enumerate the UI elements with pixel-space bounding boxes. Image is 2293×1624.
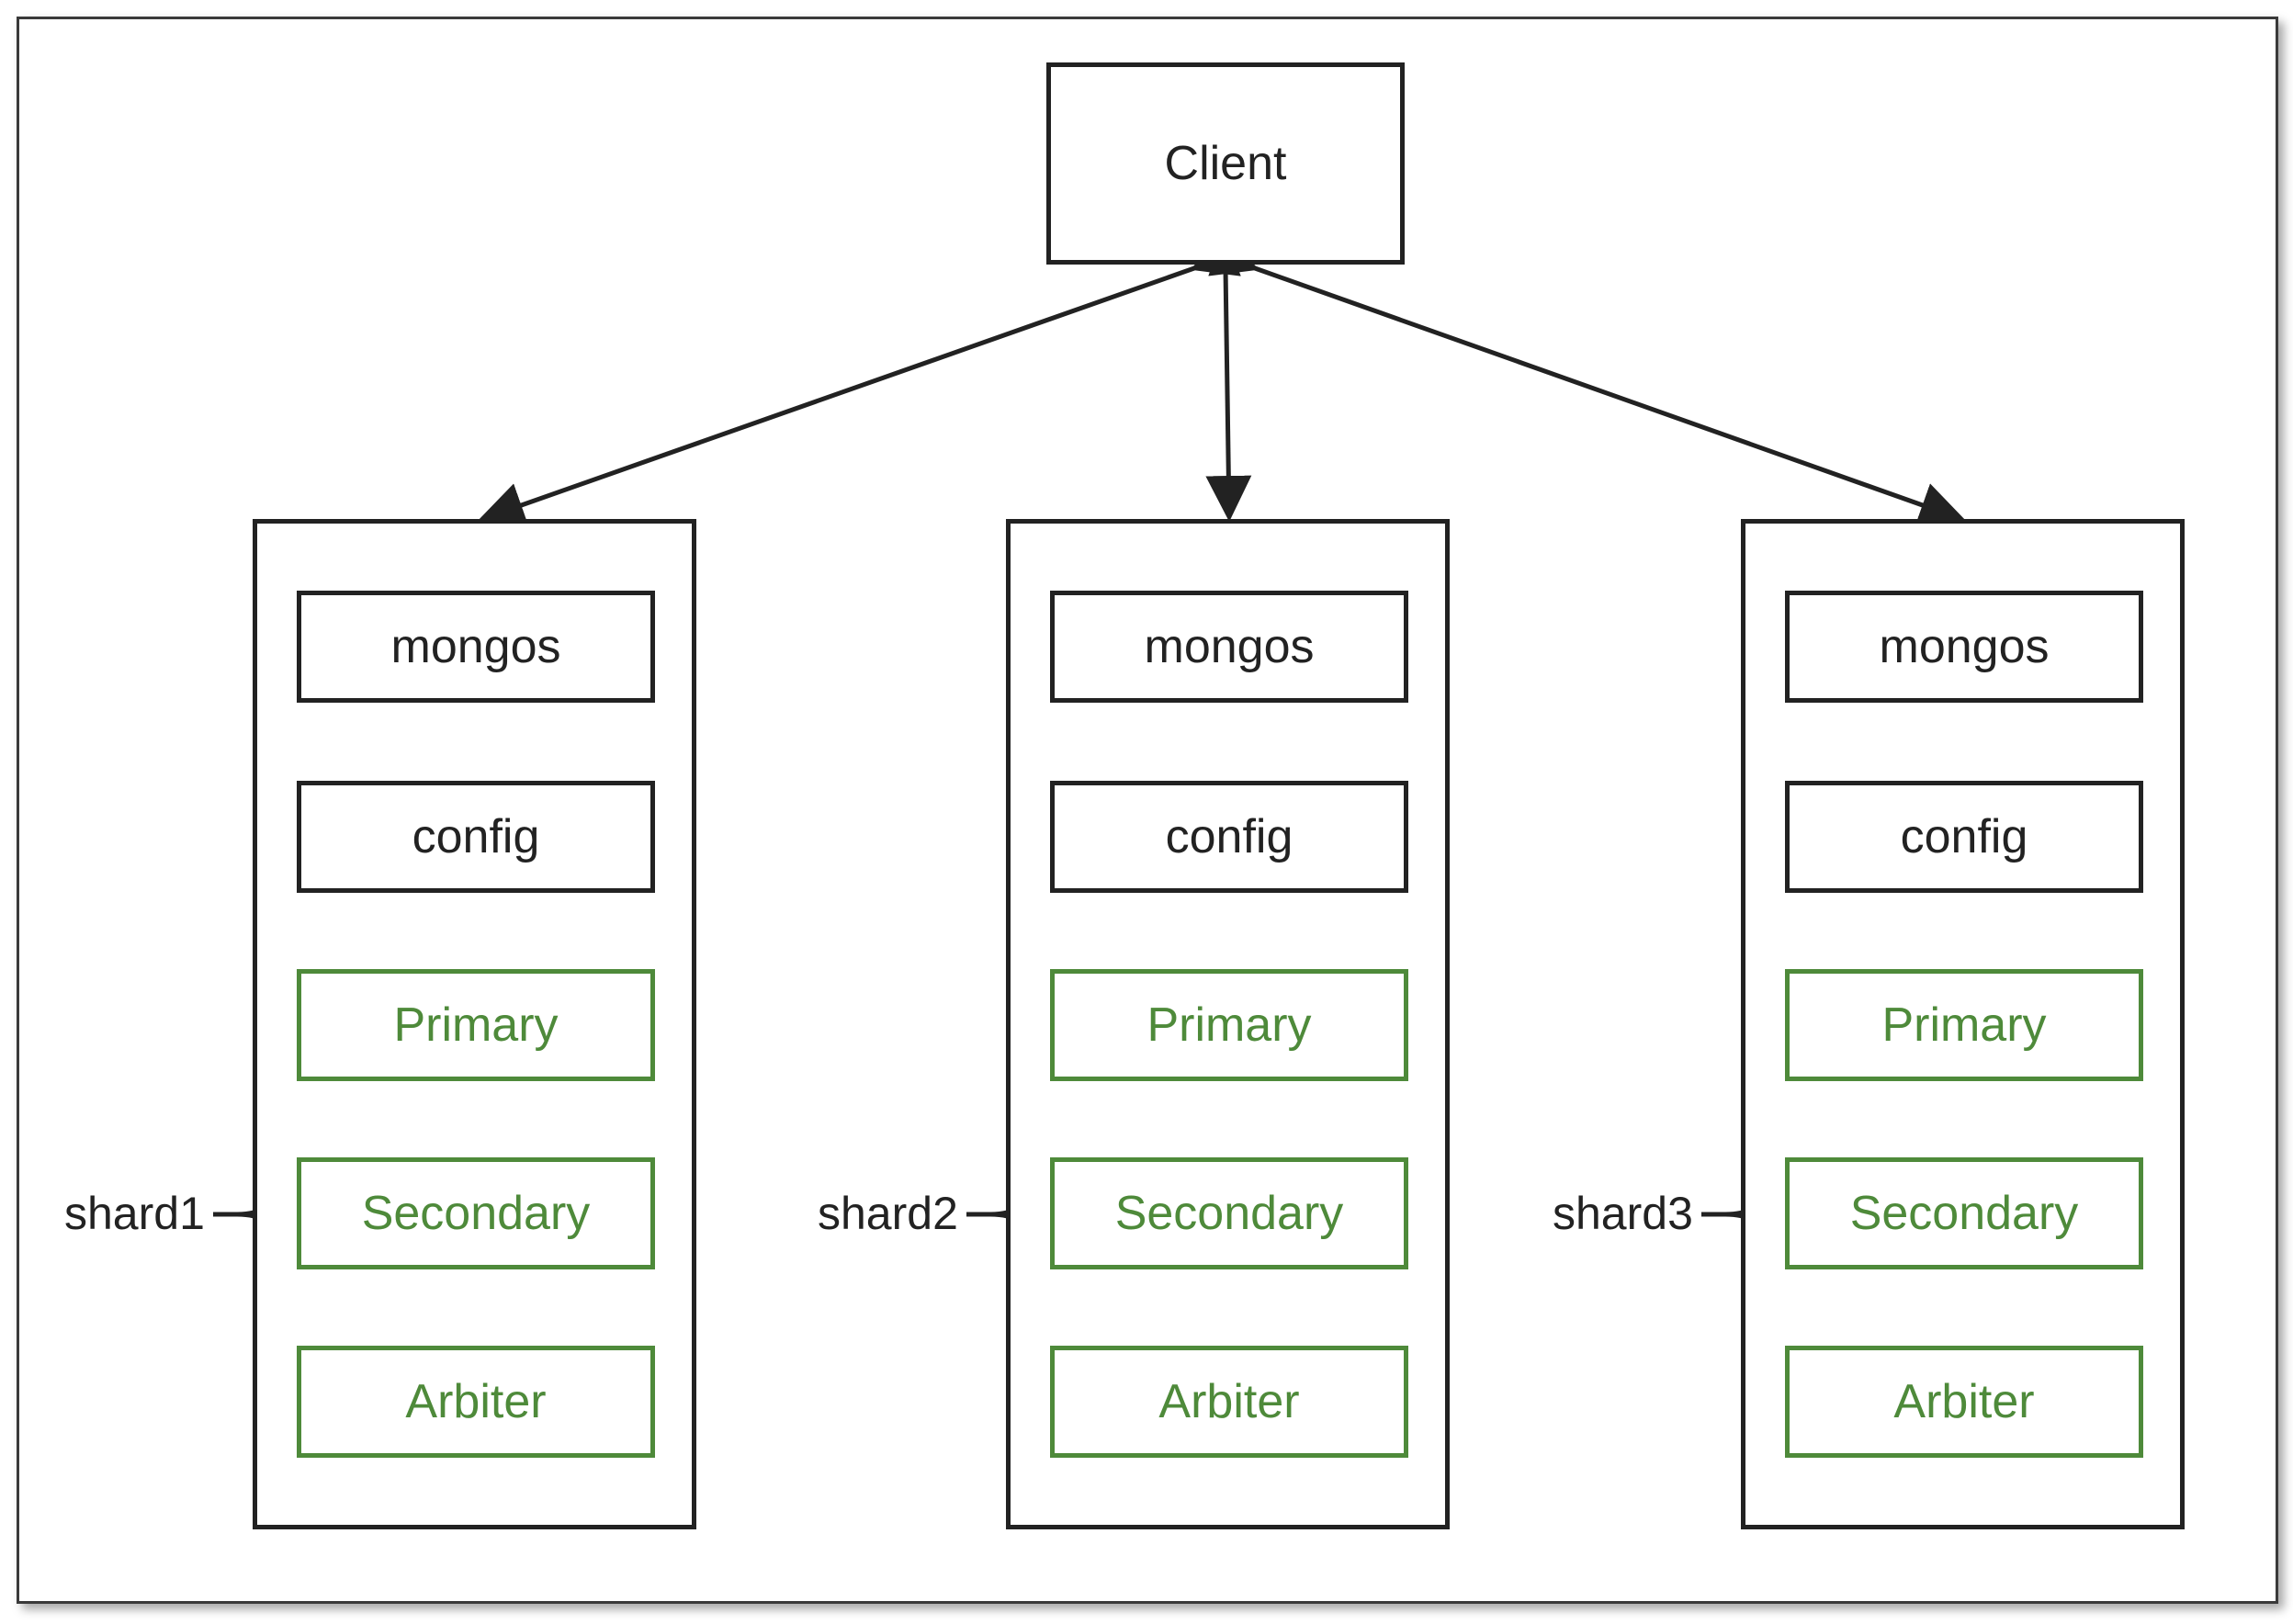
- host-2-config: config: [1050, 781, 1408, 893]
- host-1-secondary: Secondary: [297, 1157, 655, 1269]
- shard1-label: shard1: [64, 1188, 205, 1239]
- client-node: Client: [1046, 62, 1405, 265]
- host-2-arbiter: Arbiter: [1050, 1346, 1408, 1458]
- host-3-secondary: Secondary: [1785, 1157, 2143, 1269]
- host-1-config: config: [297, 781, 655, 893]
- host-2-secondary: Secondary: [1050, 1157, 1408, 1269]
- host-3-primary: Primary: [1785, 969, 2143, 1081]
- shard2-label: shard2: [818, 1188, 958, 1239]
- host-1-mongos: mongos: [297, 591, 655, 703]
- host-1-arbiter: Arbiter: [297, 1346, 655, 1458]
- host-2-mongos: mongos: [1050, 591, 1408, 703]
- host-1-primary: Primary: [297, 969, 655, 1081]
- host-3-config: config: [1785, 781, 2143, 893]
- shard3-label: shard3: [1553, 1188, 1693, 1239]
- host-3-mongos: mongos: [1785, 591, 2143, 703]
- host-2-primary: Primary: [1050, 969, 1408, 1081]
- host-3-arbiter: Arbiter: [1785, 1346, 2143, 1458]
